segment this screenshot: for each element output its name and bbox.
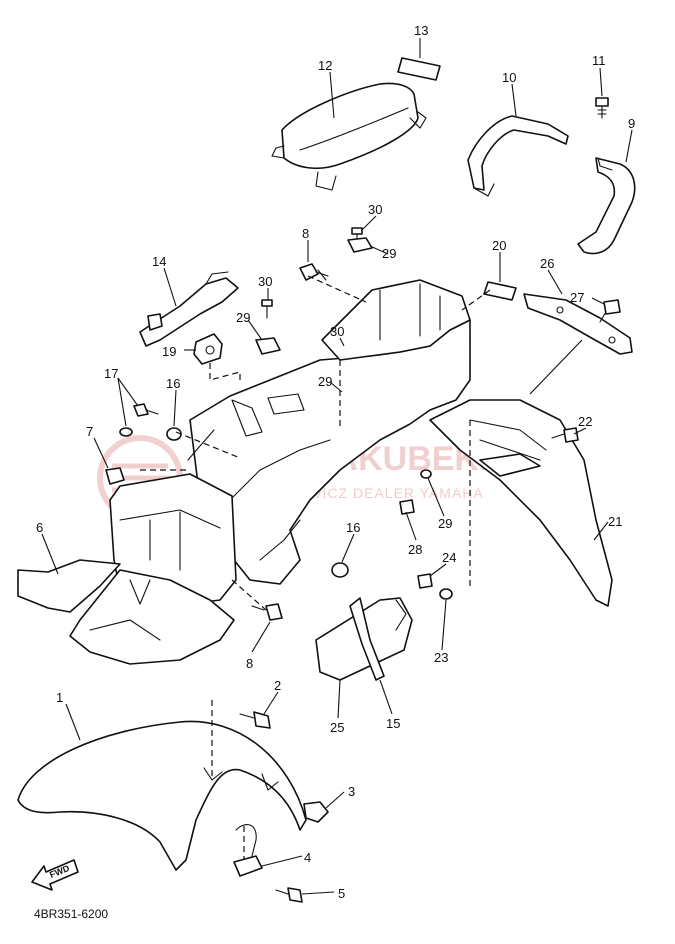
part-8-bolt-lower — [251, 603, 283, 621]
part-16-grommet-lower — [331, 562, 349, 578]
callout-labels: 13 12 10 11 9 30 8 29 20 26 27 14 30 29 … — [36, 23, 635, 901]
part-8-bolt-upper — [299, 263, 329, 281]
part-9-grab-bar — [577, 157, 636, 255]
part-1-front-fender — [17, 720, 307, 871]
callout-25: 26 — [540, 256, 554, 271]
part-6-flap — [17, 559, 121, 613]
callout-30-center: 30 — [330, 324, 344, 339]
callout-21: 22 — [578, 414, 592, 429]
part-13-decal — [397, 57, 441, 81]
callout-24: 25 — [330, 720, 344, 735]
callout-30-upper: 30 — [368, 202, 382, 217]
part-10-grab-bar — [467, 115, 569, 197]
callout-2: 2 — [274, 678, 281, 693]
part-28-washer — [420, 469, 432, 479]
part-7-clip-nut — [105, 467, 125, 485]
part-14-bracket — [139, 271, 239, 347]
callout-8-upper: 8 — [302, 226, 309, 241]
callout-29-center: 29 — [318, 374, 332, 389]
part-25-license-bracket — [523, 293, 633, 355]
part-20-fender-extension — [429, 399, 613, 607]
part-19-pad — [483, 281, 517, 301]
part-12-tail-cover — [271, 82, 427, 191]
callout-16-upper: 16 — [166, 376, 180, 391]
part-17-screw — [133, 403, 159, 417]
callout-1: 1 — [56, 690, 63, 705]
callout-29-left: 29 — [236, 310, 250, 325]
callout-15: 15 — [386, 716, 400, 731]
part-30-screw-left — [261, 299, 273, 319]
callout-11: 11 — [592, 53, 606, 68]
part-21-screw — [551, 427, 579, 443]
part-16-grommet-upper — [166, 427, 182, 441]
callout-6: 6 — [36, 520, 43, 535]
part-15-strap — [349, 597, 385, 681]
part-29-nut-left — [255, 337, 281, 355]
assembly-guide-lines — [140, 275, 491, 860]
callout-20: 21 — [608, 514, 622, 529]
callout-28: 29 — [438, 516, 452, 531]
callout-5: 5 — [338, 886, 345, 901]
part-18-clamp — [193, 333, 223, 365]
callout-29-upper: 29 — [382, 246, 396, 261]
callout-12: 12 — [318, 58, 332, 73]
part-27-collar — [399, 499, 415, 515]
callout-30-left: 30 — [258, 274, 272, 289]
callout-9: 9 — [628, 116, 635, 131]
callout-19: 20 — [492, 238, 506, 253]
inner-fender — [69, 569, 235, 665]
callout-8-lower: 8 — [246, 656, 253, 671]
callout-22: 23 — [434, 650, 448, 665]
callout-18: 19 — [162, 344, 176, 359]
callout-27: 28 — [408, 542, 422, 557]
callout-7: 7 — [86, 424, 93, 439]
part-5-bolt — [275, 887, 303, 903]
part-17-washer — [119, 427, 133, 437]
callout-10: 10 — [502, 70, 516, 85]
callout-23: 24 — [442, 550, 456, 565]
diagram-code: 4BR351-6200 — [34, 907, 108, 921]
callout-16-lower: 16 — [346, 520, 360, 535]
fwd-arrow-icon: FWD — [31, 859, 79, 891]
part-11-bolt — [595, 97, 609, 119]
part-26-bolt — [599, 299, 621, 323]
part-4-hose-guide — [233, 824, 263, 877]
callout-leaders — [41, 38, 633, 895]
callout-26: 27 — [570, 290, 584, 305]
part-2-bolt — [239, 711, 271, 729]
callout-4: 4 — [304, 850, 311, 865]
part-23-nut — [417, 573, 433, 589]
callout-13: 13 — [414, 23, 428, 38]
part-22-washer — [439, 588, 453, 600]
part-29-nut-upper — [347, 237, 373, 253]
part-3-grommet — [303, 801, 329, 823]
callout-17: 17 — [104, 366, 118, 381]
callout-3: 3 — [348, 784, 355, 799]
rear-fender-main-body — [187, 279, 471, 585]
callout-14: 14 — [152, 254, 166, 269]
